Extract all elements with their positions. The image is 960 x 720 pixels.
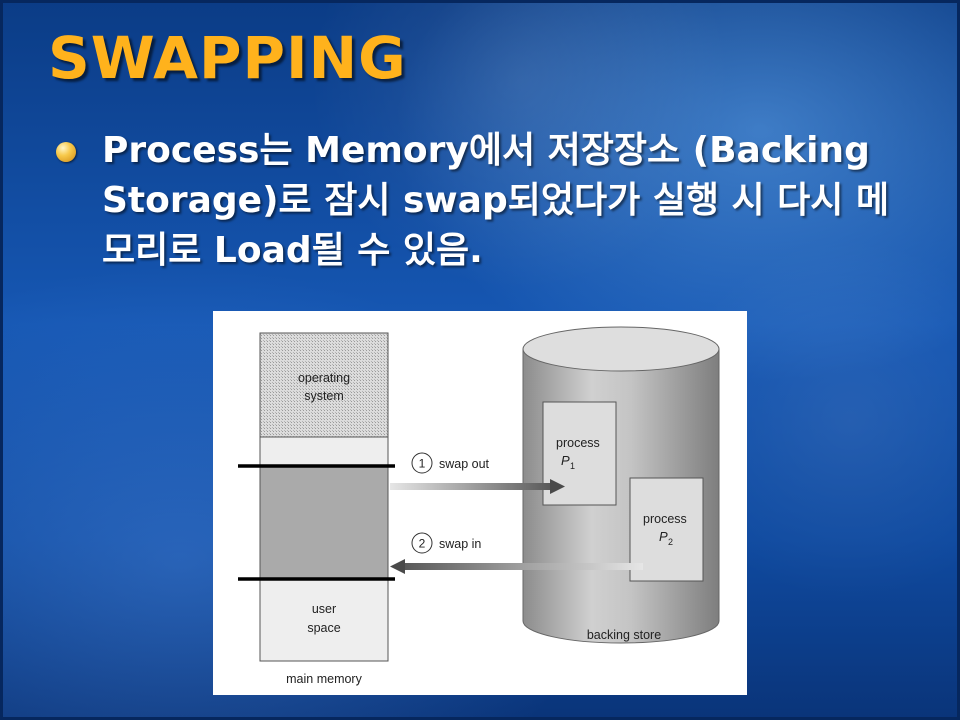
swap-out-arrow-head <box>550 479 565 494</box>
step-2-label: swap in <box>439 537 481 551</box>
process-p2-label: process <box>643 512 687 526</box>
process-p1-var: P <box>561 453 570 468</box>
main-memory-label: main memory <box>286 672 362 686</box>
step-1-label: swap out <box>439 457 490 471</box>
step-2-circle <box>411 532 433 554</box>
swap-out-flow: 1 swap out <box>390 452 565 494</box>
swap-out-arrow-shaft <box>390 483 550 490</box>
user-label-line1: user <box>312 602 336 616</box>
main-memory: operating system user space main memory <box>238 332 395 686</box>
bullet-icon <box>56 142 76 162</box>
step-1-circle <box>411 452 433 474</box>
swapping-diagram-svg: operating system user space main memory … <box>238 326 720 686</box>
slide-title: SWAPPING <box>48 24 407 92</box>
backing-store-label: backing store <box>587 628 661 642</box>
bullet-text: Process는 Memory에서 저장장소 (Backing Storage)… <box>102 130 890 271</box>
swap-in-arrow-head <box>390 559 405 574</box>
step-1-number: 1 <box>419 457 426 471</box>
user-label-line2: space <box>307 621 340 635</box>
process-p1-label: process <box>556 436 600 450</box>
os-label-line2: system <box>304 389 344 403</box>
os-label-line1: operating <box>298 371 350 385</box>
free-region-top <box>259 436 389 468</box>
process-p1-sub: 1 <box>570 461 575 471</box>
swapping-diagram: operating system user space main memory … <box>213 311 747 695</box>
cylinder-top <box>522 326 720 372</box>
step-2-number: 2 <box>419 537 426 551</box>
swap-region <box>259 466 389 580</box>
process-p2-var: P <box>659 529 668 544</box>
swap-in-arrow-shaft <box>405 563 643 570</box>
process-p2-sub: 2 <box>668 537 673 547</box>
os-region <box>259 332 389 438</box>
user-space-region <box>259 578 389 662</box>
swap-in-flow: 2 swap in <box>390 532 643 574</box>
